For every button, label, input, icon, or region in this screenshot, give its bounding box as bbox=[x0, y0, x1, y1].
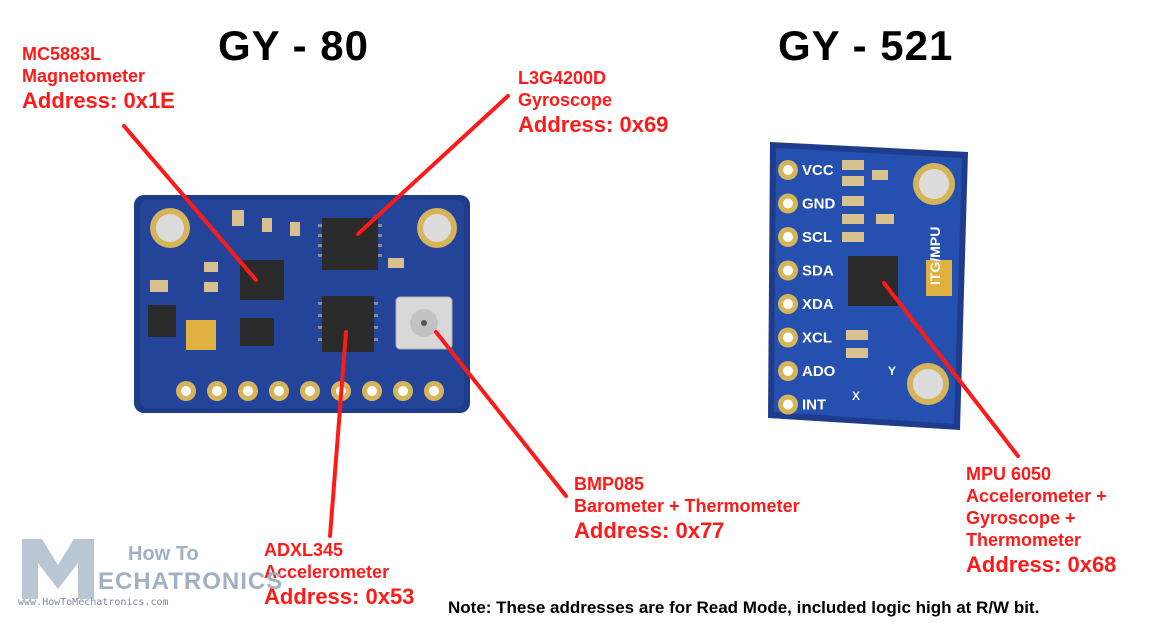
gy521-pin-list: VCC GND SCL SDA XDA XCL ADO INT bbox=[778, 160, 836, 415]
mpu-desc-3: Thermometer bbox=[966, 529, 1082, 550]
baro-addr: Address: 0x77 bbox=[574, 517, 725, 543]
gyro-desc: Gyroscope bbox=[518, 89, 613, 110]
footer-note: Note: These addresses are for Read Mode,… bbox=[448, 598, 1040, 617]
mpu-desc-1: Accelerometer + bbox=[966, 485, 1107, 506]
logo-text-bottom: ECHATRONICS bbox=[98, 568, 284, 595]
axis-y-label: Y bbox=[888, 364, 896, 378]
gy521-pin-hole bbox=[783, 366, 793, 376]
howtomechatronics-logo: How To ECHATRONICS www.HowToMechatronics… bbox=[18, 525, 282, 620]
mpu-chip bbox=[848, 256, 898, 306]
gy521-pin-label: ADO bbox=[802, 363, 836, 380]
gy521-pin-hole bbox=[783, 265, 793, 276]
mpu-name: MPU 6050 bbox=[966, 464, 1052, 484]
gy521-pin-hole bbox=[783, 165, 793, 175]
gy80-board bbox=[134, 195, 470, 413]
pointer-baro bbox=[434, 330, 568, 498]
pointer-lines bbox=[122, 94, 1020, 538]
logo-url: www.HowToMechatronics.com bbox=[18, 597, 169, 608]
gy521-board: ITG/MPU X Y VCC GND SCL SDA XDA XCL ADO INT bbox=[768, 142, 968, 430]
gy521-pin-label: SCL bbox=[802, 229, 832, 246]
pointer-mag bbox=[122, 124, 258, 282]
logo-m-icon bbox=[22, 539, 94, 599]
label-magnetometer: MC5883L Magnetometer Address: 0x1E bbox=[22, 44, 175, 115]
gy521-pin-label: XCL bbox=[802, 330, 832, 347]
baro-name: BMP085 bbox=[574, 474, 645, 494]
gyro-name: L3G4200D bbox=[518, 68, 607, 88]
mpu-desc-2: Gyroscope + bbox=[966, 507, 1076, 528]
pointer-gyro bbox=[356, 94, 510, 236]
gy521-pin-label: GND bbox=[802, 196, 836, 213]
accel-addr: Address: 0x53 bbox=[264, 583, 415, 609]
pointer-accel bbox=[328, 330, 348, 538]
gy521-pin-hole bbox=[783, 332, 793, 343]
label-barometer: BMP085 Barometer + Thermometer Address: … bbox=[574, 474, 800, 545]
baro-desc: Barometer + Thermometer bbox=[574, 495, 800, 516]
label-mpu6050: MPU 6050 Accelerometer + Gyroscope + The… bbox=[966, 464, 1116, 579]
gyro-addr: Address: 0x69 bbox=[518, 111, 669, 137]
gy80-header-pins bbox=[176, 381, 444, 401]
mag-desc: Magnetometer bbox=[22, 65, 146, 86]
accel-chip bbox=[322, 296, 374, 352]
axis-x-label: X bbox=[852, 389, 860, 403]
gy521-pin-label: INT bbox=[802, 397, 826, 414]
logo-text-top: How To bbox=[128, 543, 199, 565]
gy521-pin-hole bbox=[783, 299, 793, 309]
pointer-mpu bbox=[882, 281, 1020, 458]
tantalum-capacitor bbox=[186, 320, 216, 350]
mpu-addr: Address: 0x68 bbox=[966, 551, 1117, 577]
gy521-pin-hole bbox=[783, 198, 793, 209]
gy521-pin-label: VCC bbox=[802, 162, 834, 179]
chip-marking: ITG/MPU bbox=[927, 227, 943, 285]
accel-name: ADXL345 bbox=[264, 540, 344, 560]
label-accelerometer: ADXL345 Accelerometer Address: 0x53 bbox=[264, 540, 414, 611]
gy521-pin-hole bbox=[783, 232, 793, 242]
gy521-title: GY - 521 bbox=[778, 22, 954, 69]
gy80-title: GY - 80 bbox=[218, 22, 369, 69]
mag-addr: Address: 0x1E bbox=[22, 87, 175, 113]
gy521-pin-hole bbox=[783, 399, 793, 410]
accel-desc: Accelerometer bbox=[264, 561, 390, 582]
gy521-pin-label: SDA bbox=[802, 263, 834, 280]
label-gyroscope: L3G4200D Gyroscope Address: 0x69 bbox=[518, 68, 668, 139]
mag-chip bbox=[240, 260, 284, 300]
mag-name: MC5883L bbox=[22, 44, 102, 64]
gy521-pin-label: XDA bbox=[802, 296, 834, 313]
